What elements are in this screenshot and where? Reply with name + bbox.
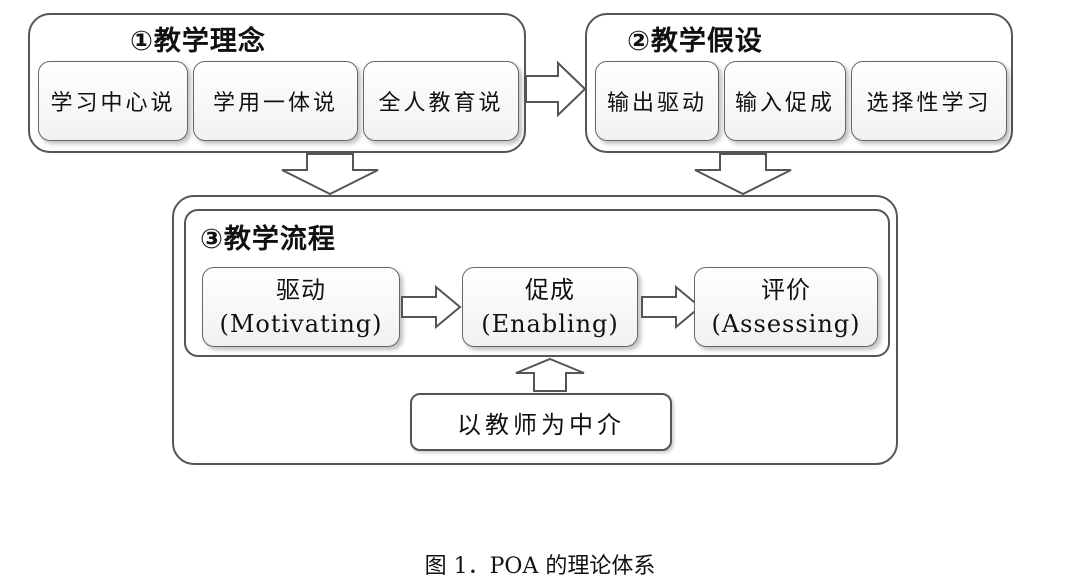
stage-label-cn: 促成 xyxy=(525,276,575,304)
stage-label-cn: 驱动 xyxy=(276,276,326,304)
teaching-hypotheses-panel: ②教学假设 输出驱动 输入促成 选择性学习 xyxy=(585,13,1013,153)
stage-assessing: 评价 (Assessing) xyxy=(694,267,878,347)
philosophy-item-learning-using-integrated: 学用一体说 xyxy=(193,61,358,141)
teacher-mediation-box: 以教师为中介 xyxy=(410,393,672,451)
teaching-process-title: ③教学流程 xyxy=(200,224,336,255)
teaching-philosophy-title: ①教学理念 xyxy=(130,26,266,57)
hypothesis-item-label: 输入促成 xyxy=(734,91,835,116)
arrow-down-icon xyxy=(279,152,381,196)
stage-motivating: 驱动 (Motivating) xyxy=(202,267,400,347)
arrow-down-icon xyxy=(692,152,794,196)
arrow-up-icon xyxy=(512,357,588,393)
hypothesis-item-label: 选择性学习 xyxy=(866,91,992,116)
stage-label-cn: 评价 xyxy=(761,276,811,304)
philosophy-item-label: 学用一体说 xyxy=(212,91,338,116)
teacher-mediation-label: 以教师为中介 xyxy=(457,410,625,439)
arrow-right-icon xyxy=(524,60,588,118)
arrow-right-icon xyxy=(640,285,702,329)
philosophy-item-label: 学习中心说 xyxy=(50,91,176,116)
stage-label-en: (Motivating) xyxy=(219,310,383,338)
hypothesis-item-output-driven: 输出驱动 xyxy=(595,61,719,141)
teaching-hypotheses-title: ②教学假设 xyxy=(627,26,763,57)
stage-enabling: 促成 (Enabling) xyxy=(462,267,638,347)
philosophy-item-learning-centered: 学习中心说 xyxy=(38,61,188,141)
hypothesis-item-selective-learning: 选择性学习 xyxy=(851,61,1007,141)
hypothesis-item-label: 输出驱动 xyxy=(606,91,707,116)
stage-label-en: (Enabling) xyxy=(481,310,619,338)
teaching-philosophy-panel: ①教学理念 学习中心说 学用一体说 全人教育说 xyxy=(28,13,526,153)
stage-label-en: (Assessing) xyxy=(711,310,861,338)
figure-caption: 图 1．POA 的理论体系 xyxy=(424,554,656,579)
arrow-right-icon xyxy=(400,285,462,329)
teaching-process-panel: ③教学流程 驱动 (Motivating) 促成 (Enabling) 评价 (… xyxy=(172,195,898,465)
teaching-process-inner-panel: ③教学流程 驱动 (Motivating) 促成 (Enabling) 评价 (… xyxy=(184,209,890,357)
philosophy-item-label: 全人教育说 xyxy=(378,91,504,116)
philosophy-item-whole-person-education: 全人教育说 xyxy=(363,61,519,141)
hypothesis-item-input-enabled: 输入促成 xyxy=(724,61,846,141)
